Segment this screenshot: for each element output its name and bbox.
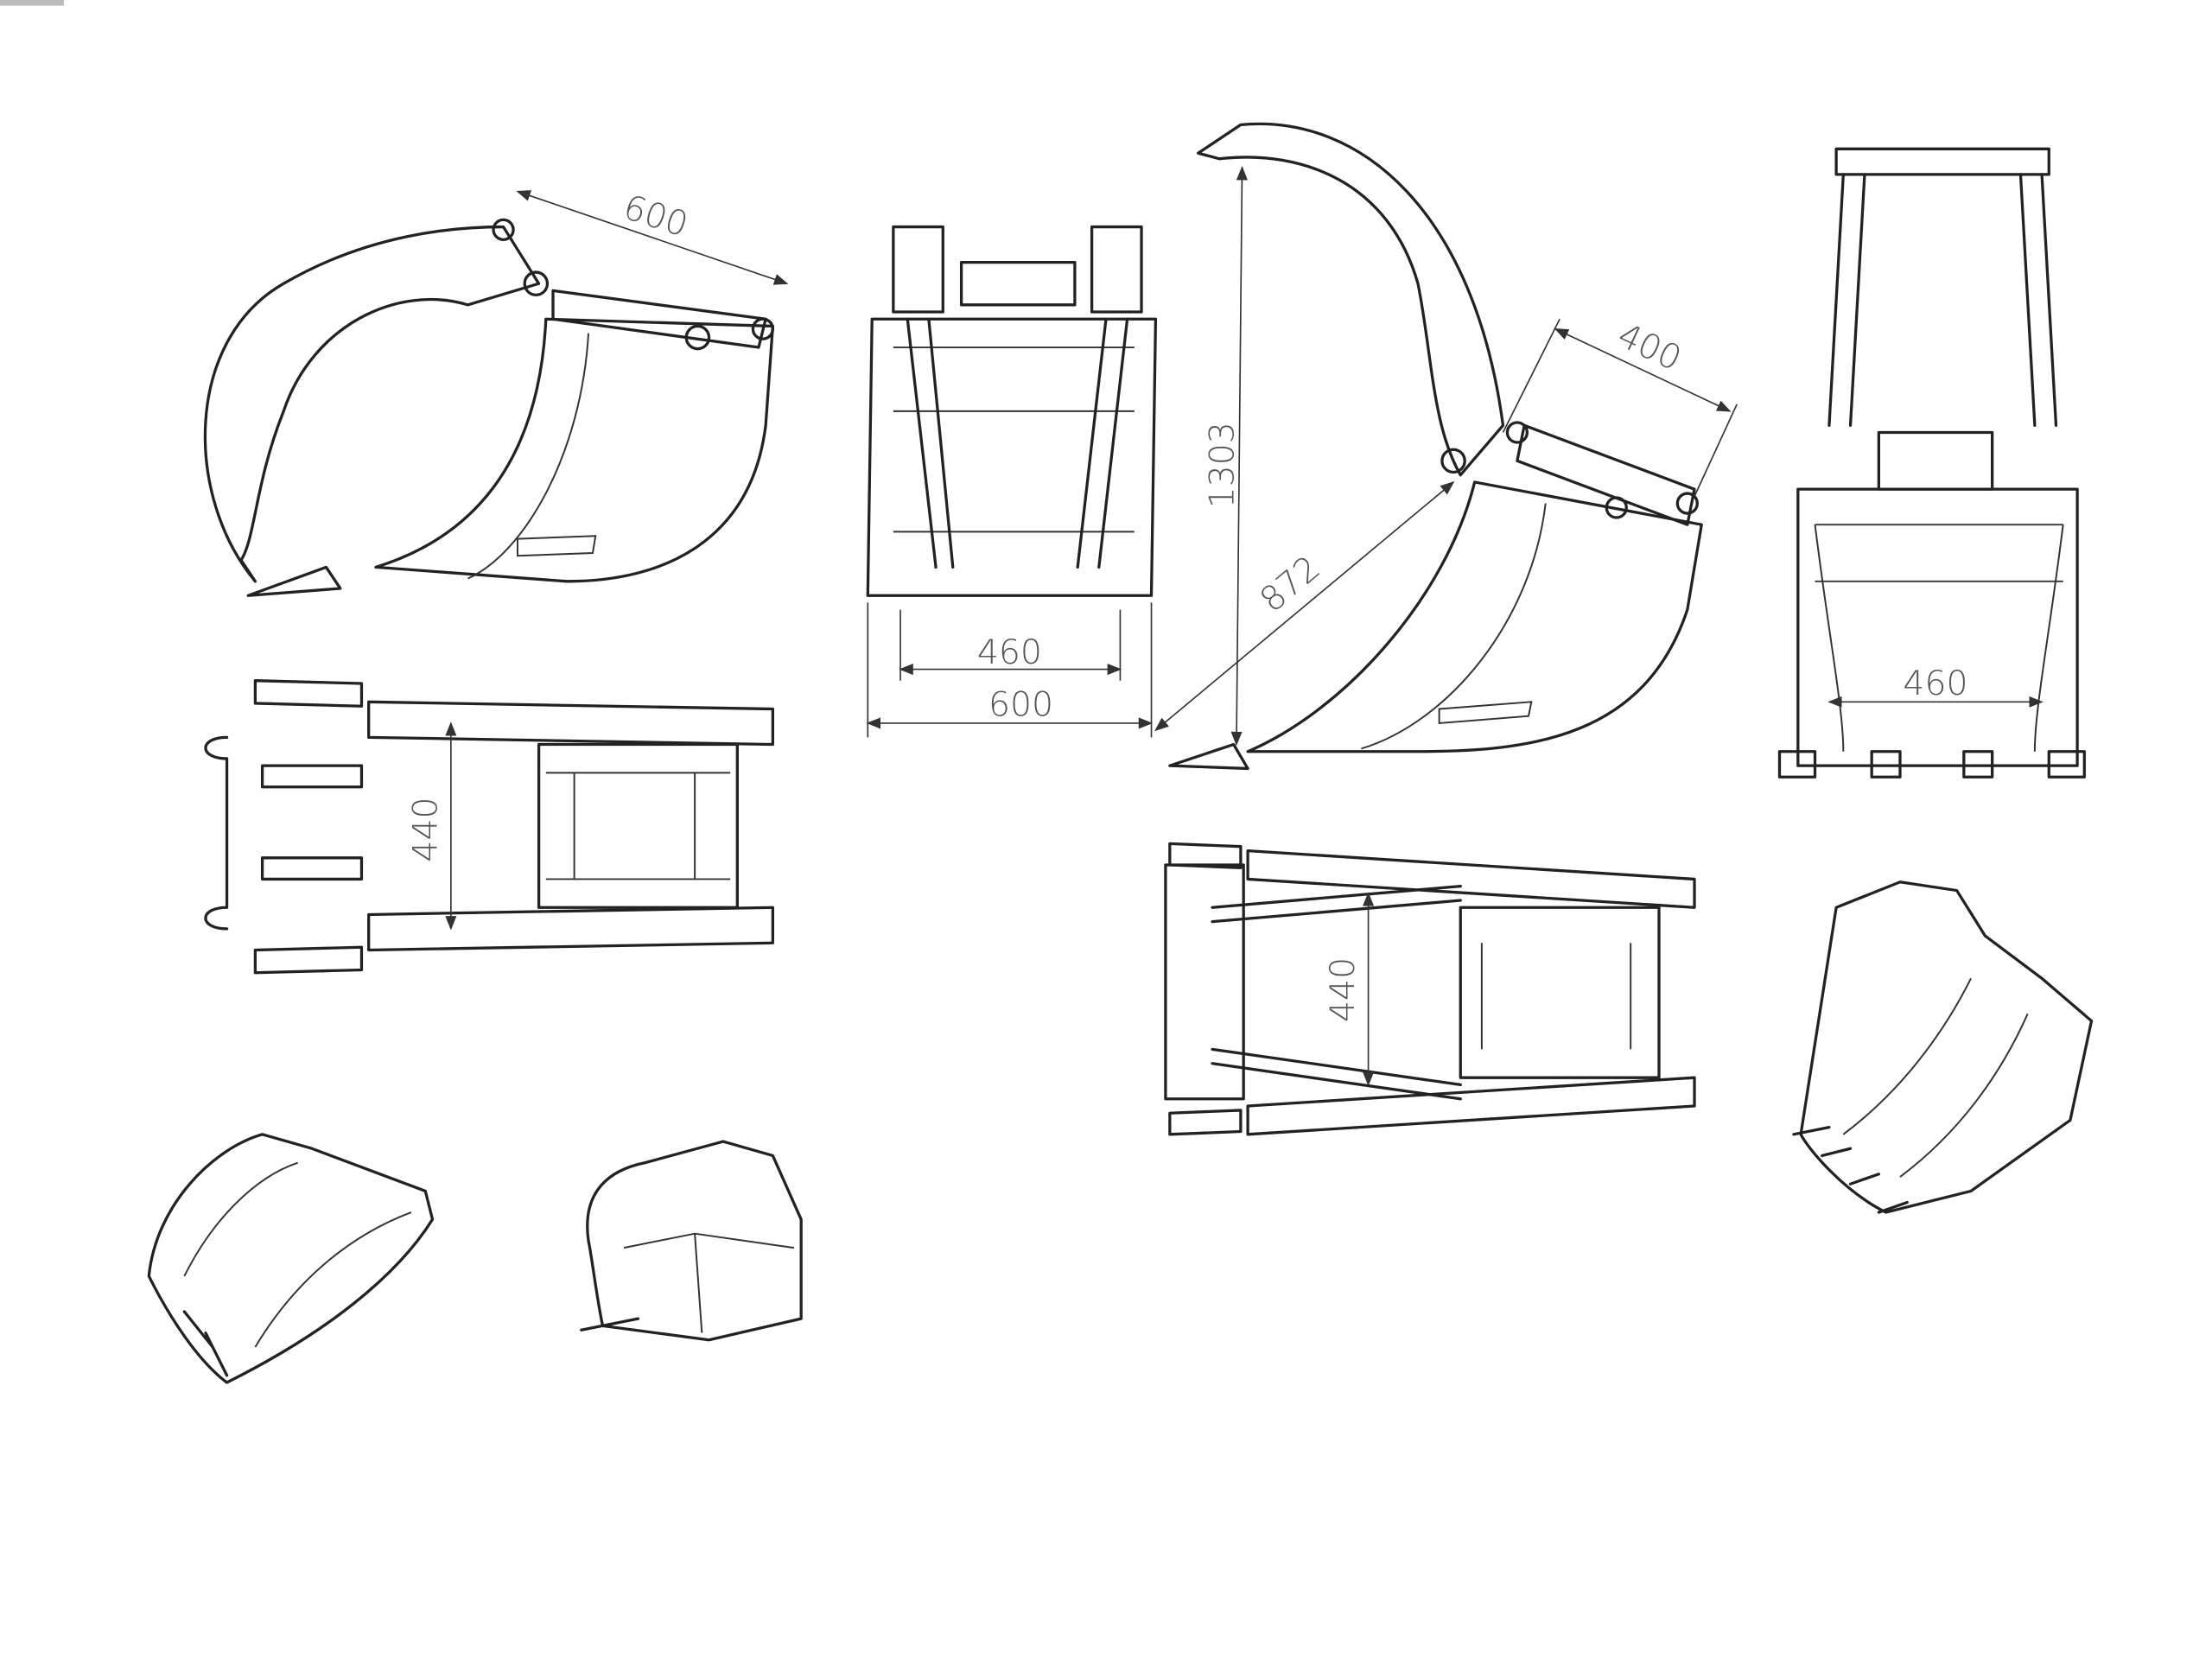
dimension-label: 460	[977, 632, 1042, 672]
top-view-center: 440	[1164, 842, 1696, 1136]
front-view-left: 460 600	[866, 225, 1158, 738]
dimension-label: 1303	[1203, 422, 1243, 508]
dimension-label: 600	[619, 188, 693, 245]
isometric-view-3	[1792, 880, 2094, 1214]
dimension-label: 440	[1323, 957, 1363, 1022]
front-view-right: 460	[1777, 147, 2086, 779]
corner-mark	[0, 0, 64, 6]
dimension-label: 440	[405, 797, 445, 861]
dimension-label: 460	[1903, 664, 1967, 703]
isometric-view-2	[580, 1140, 803, 1342]
dimension-label: 872	[1253, 548, 1328, 620]
isometric-view-1	[147, 1133, 435, 1384]
dimension-label: 600	[988, 685, 1053, 725]
side-view-left: 600	[203, 188, 789, 597]
side-view-center: 1303 872 400	[1154, 122, 1738, 771]
dimension-label: 400	[1611, 315, 1688, 378]
top-view-left: 440	[204, 679, 774, 975]
